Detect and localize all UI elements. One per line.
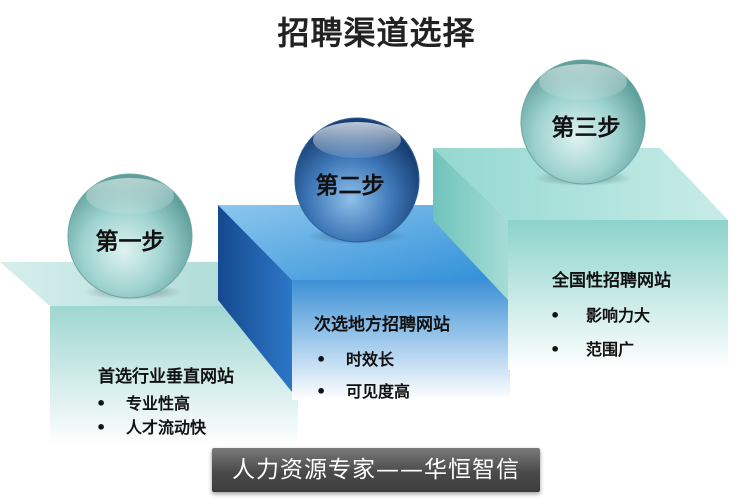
bullet-dot: • bbox=[96, 394, 107, 413]
bullet-text: 可见度高 bbox=[346, 382, 411, 401]
footer-banner: 人力资源专家——华恒智信 bbox=[212, 448, 540, 492]
bullet-text: 影响力大 bbox=[586, 306, 651, 325]
step-3-heading: 全国性招聘网站 bbox=[552, 271, 671, 291]
bullet-text: 范围广 bbox=[586, 340, 635, 359]
footer-text: 人力资源专家——华恒智信 bbox=[232, 457, 520, 483]
step-1-label: 第一步 bbox=[95, 229, 165, 255]
step-1-bullet: • 人才流动快 bbox=[96, 414, 206, 438]
bullet-dot: • bbox=[96, 418, 107, 437]
bullet-dot: • bbox=[550, 306, 561, 325]
bullet-text: 时效长 bbox=[346, 350, 395, 369]
step-3-block bbox=[433, 148, 728, 370]
step-1-orb bbox=[67, 173, 193, 299]
step-2-orb bbox=[294, 117, 420, 243]
step-3-bullet: • 影响力大 bbox=[550, 302, 650, 326]
diagram-title: 招聘渠道选择 bbox=[277, 14, 476, 52]
step-1-heading: 首选行业垂直网站 bbox=[98, 367, 234, 387]
step-2-bullet: • 可见度高 bbox=[316, 378, 410, 402]
step-1-bullet: • 专业性高 bbox=[96, 390, 190, 414]
bullet-dot: • bbox=[316, 350, 327, 369]
step-3-label: 第三步 bbox=[551, 115, 621, 141]
step-2-bullet: • 时效长 bbox=[316, 346, 394, 370]
bullet-dot: • bbox=[316, 382, 327, 401]
bullet-text: 专业性高 bbox=[126, 394, 191, 413]
step-2-label: 第二步 bbox=[315, 173, 385, 199]
step-3-bullet: • 范围广 bbox=[550, 336, 634, 360]
bullet-text: 人才流动快 bbox=[126, 418, 207, 437]
step-3-orb bbox=[520, 59, 646, 185]
bullet-dot: • bbox=[550, 340, 561, 359]
step-2-heading: 次选地方招聘网站 bbox=[314, 315, 450, 335]
